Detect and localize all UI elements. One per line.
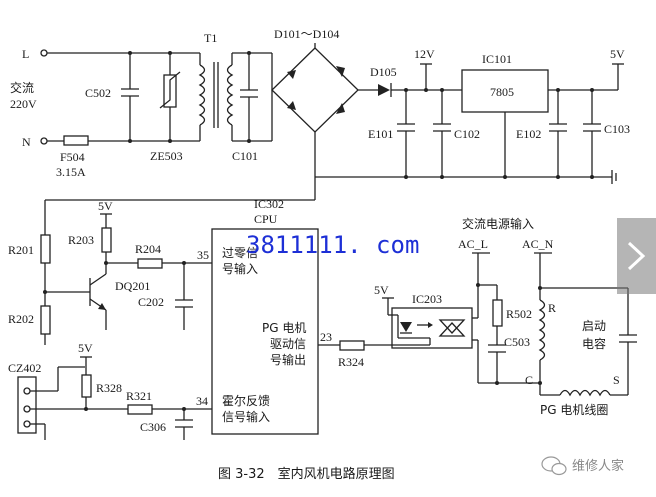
label-R204: R204 [135,242,161,256]
label-pin23: 23 [320,330,332,344]
transistor-DQ201 [89,273,107,311]
terminal-N [40,137,48,145]
diode-D105 [378,84,390,96]
terminal-L [40,49,48,57]
resistor-R321 [127,404,153,415]
label-R321: R321 [126,389,152,403]
label-5V-cz: 5V [78,341,93,355]
labels: L N 交流 220V C502 F504 3.15A ZE503 T1 C10… [8,27,630,434]
label-T1: T1 [204,31,217,45]
brand-name: 维修人家 [572,458,624,474]
label-S: S [613,373,620,387]
label-R324: R324 [338,355,364,369]
label-pg-drive-2: 驱动信 [270,337,306,351]
label-motor-coil: PG 电机线圈 [540,403,608,417]
label-IC203: IC203 [412,292,442,306]
label-pin35: 35 [197,248,209,262]
resistor-R328 [81,374,92,398]
label-E102: E102 [516,127,541,141]
label-R: R [548,301,556,315]
label-zero-cross-2: 号输入 [222,261,258,276]
label-F504: F504 [60,150,85,164]
label-5V-q: 5V [98,199,113,213]
label-start-cap-1: 启动 [582,319,606,333]
label-R202: R202 [8,312,34,326]
label-start-cap-2: 电容 [582,336,606,351]
label-hall-1: 霍尔反馈 [222,393,270,408]
figure-caption: 图 3-32 室内风机电路原理图 [218,466,395,482]
label-D101-D104: D101～D104 [274,27,339,41]
label-R502: R502 [506,307,532,321]
label-IC302: IC302 [254,197,284,211]
resistor-R502 [492,299,503,327]
label-ac-input: 交流电源输入 [462,216,534,231]
cpu-IC302 [211,228,319,435]
label-5V-ic: 5V [374,283,389,297]
label-C: C [525,373,533,387]
optocoupler-IC203 [391,307,473,349]
label-5V-top: 5V [610,47,625,61]
label-R203: R203 [68,233,94,247]
label-C503: C503 [504,335,530,349]
label-7805: 7805 [490,85,514,99]
wechat-icon [541,456,567,476]
label-CPU: CPU [254,212,278,226]
label-ac-line2: 220V [10,97,37,111]
label-C502: C502 [85,86,111,100]
label-pg-drive-3: 号输出 [270,352,306,367]
motor-drive-section [382,252,637,397]
label-AC_L: AC_L [458,237,488,251]
label-C101: C101 [232,149,258,163]
label-pin34: 34 [196,394,208,408]
label-ZE503: ZE503 [150,149,183,163]
connector-CZ402 [17,376,37,434]
label-C306: C306 [140,420,166,434]
label-C202: C202 [138,295,164,309]
label-pg-drive-1: PG 电机 [262,321,306,335]
label-DQ201: DQ201 [115,279,150,293]
cpu-section [17,177,431,440]
label-C102: C102 [454,127,480,141]
chevron-right-icon [627,241,646,271]
label-C103: C103 [604,122,630,136]
resistor-R203 [101,227,112,253]
label-L: L [22,47,29,61]
label-zero-cross-1: 过零信 [222,246,258,260]
resistor-R204 [137,258,163,269]
fuse-F504 [63,135,89,146]
label-12V: 12V [414,47,435,61]
power-supply-section [40,43,624,184]
label-hall-2: 信号输入 [222,409,270,424]
label-CZ402: CZ402 [8,361,41,375]
resistor-R324 [339,340,365,351]
label-E101: E101 [368,127,393,141]
resistor-R202 [40,305,51,335]
next-image-button[interactable] [617,218,656,294]
label-F504-rating: 3.15A [56,165,86,179]
label-N: N [22,135,31,149]
transformer-T1 [198,53,234,141]
motor-winding-S [559,389,611,397]
resistor-R201 [40,234,51,264]
label-ac-line1: 交流 [10,80,34,95]
watermark: 3811111. com [246,231,419,259]
motor-winding-R [538,299,546,361]
label-R328: R328 [96,381,122,395]
bridge-rectifier [271,43,359,177]
label-IC101: IC101 [482,52,512,66]
label-R201: R201 [8,243,34,257]
label-D105: D105 [370,65,397,79]
label-AC_N: AC_N [522,237,554,251]
